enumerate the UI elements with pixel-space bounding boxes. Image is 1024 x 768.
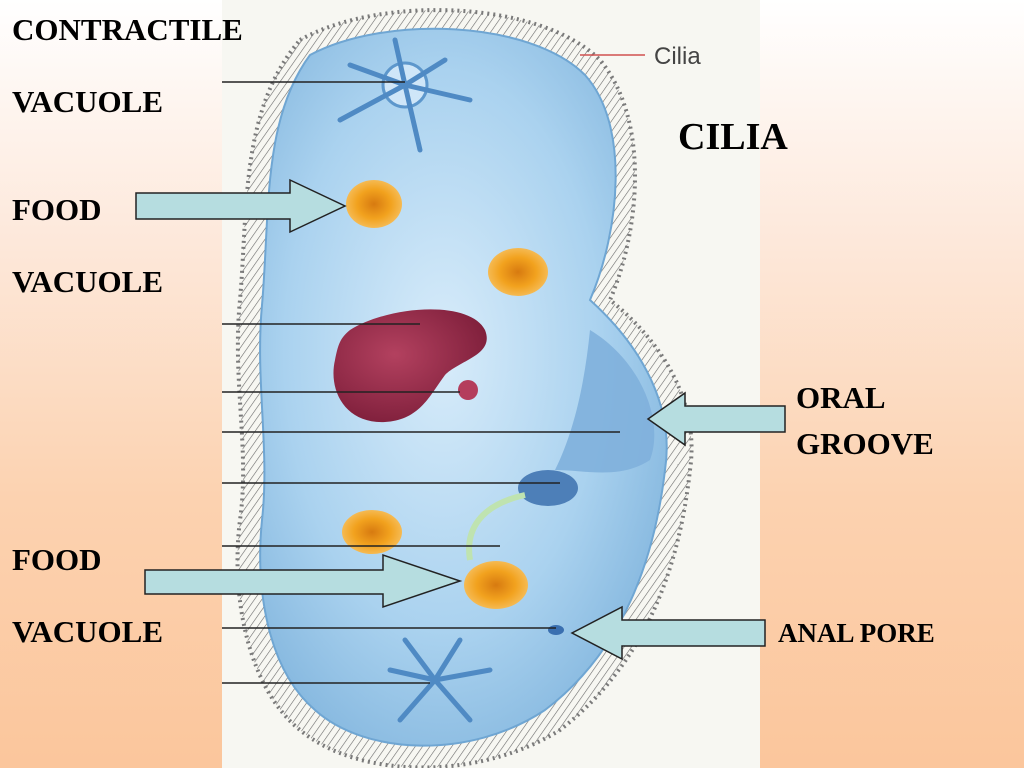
contractile-vacuole-bottom xyxy=(387,637,493,723)
arrow-food-vacuole-bottom xyxy=(144,553,463,609)
label-contractile-line1: CONTRACTILE xyxy=(12,12,243,47)
image-caption-cilia: Cilia xyxy=(654,43,701,70)
food-vacuole-1 xyxy=(346,180,402,228)
food-vacuole-3 xyxy=(342,510,402,554)
label-contractile-line2: VACUOLE xyxy=(12,84,164,119)
label-oral-groove-line2: GROOVE xyxy=(796,426,934,461)
food-vacuole-2 xyxy=(488,248,548,296)
label-food-vacuole-top-line1: FOOD xyxy=(12,192,102,227)
arrow-food-vacuole-top xyxy=(135,178,347,234)
arrow-anal-pore xyxy=(570,605,766,661)
food-vacuole-4 xyxy=(464,561,528,609)
gullet-tube xyxy=(466,492,526,561)
arrow-oral-groove xyxy=(646,391,786,447)
contractile-vacuole-top xyxy=(337,37,473,153)
gullet xyxy=(518,470,578,506)
label-food-vacuole-top-line2: VACUOLE xyxy=(12,264,164,299)
label-oral-groove-line1: ORAL xyxy=(796,380,886,415)
anal-pore xyxy=(548,625,564,635)
macronucleus xyxy=(333,309,487,423)
label-anal-pore: ANAL PORE xyxy=(778,618,935,648)
label-cilia: CILIA xyxy=(678,116,788,158)
micronucleus xyxy=(458,380,478,400)
label-food-vacuole-bottom-line1: FOOD xyxy=(12,542,102,577)
pointer-lines xyxy=(222,54,645,684)
oral-groove xyxy=(555,330,655,473)
label-food-vacuole-bottom-line2: VACUOLE xyxy=(12,614,164,649)
